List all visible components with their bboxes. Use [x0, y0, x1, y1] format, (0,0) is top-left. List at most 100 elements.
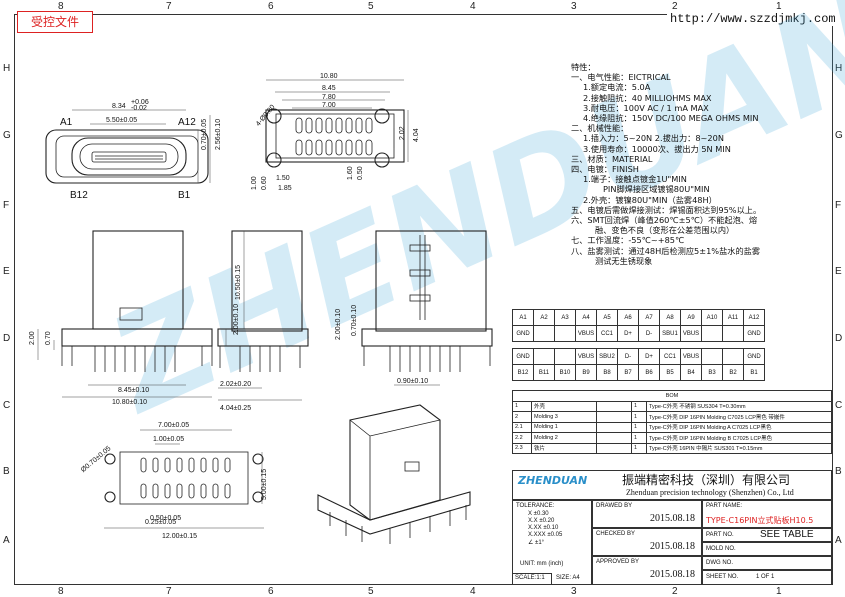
tolerance-value: X.XX ±0.10	[528, 525, 559, 531]
spec-line: 四、电镀：FINISH	[571, 164, 639, 175]
grid-number: 7	[166, 586, 172, 597]
grid-letter: B	[835, 466, 842, 477]
mold-no-box	[702, 542, 832, 556]
grid-letter: D	[3, 333, 11, 344]
spec-line: 1.额定电流：5.0A	[583, 82, 651, 93]
spec-line: 4.绝缘阻抗：150V DC/100 MEGA OHMS MIN	[583, 113, 759, 124]
pin-cell: B4	[680, 364, 702, 381]
dim-0-50: 0.50	[357, 166, 364, 180]
pin-cell	[533, 325, 555, 342]
front-dim-8-45: 8.45±0.10	[118, 387, 149, 394]
bom-cell: 1	[631, 421, 647, 433]
grid-number: 4	[470, 586, 476, 597]
dim-7-00: 7.00	[322, 102, 336, 109]
spec-line: 六、SMT回流焊（峰值260℃±5℃）不能起泡、熔	[571, 215, 758, 226]
pin-cell: B9	[575, 364, 597, 381]
bom-cell: Type-C外壳 DIP 16PIN Molding C7025 LCP黑色 带…	[646, 411, 832, 423]
sheet-no: 1 OF 1	[756, 574, 775, 580]
tolerance-box	[512, 500, 592, 585]
dim-0-70: 0.70±0.05	[201, 119, 208, 150]
grid-letter: G	[3, 130, 11, 141]
pin-cell: VBUS	[680, 348, 702, 365]
bom-cell: 铁片	[531, 442, 597, 454]
side-view: 10.50±0.15 2.00±0.10 2.02±0.20 4.04±0.25	[217, 230, 309, 412]
part-no-label: PART NO.	[706, 532, 734, 538]
company-box	[512, 470, 832, 500]
pin-cell: B10	[554, 364, 576, 381]
pin-cell: CC1	[659, 348, 681, 365]
grid-letter: D	[835, 333, 843, 344]
pin-cell: A5	[596, 309, 618, 326]
pin-cell: SBU1	[659, 325, 681, 342]
grid-letter: F	[3, 200, 10, 211]
spec-line: 一、电气性能：EICTRICAL	[571, 72, 671, 83]
pin-cell: A10	[701, 309, 723, 326]
spec-line: 三、材质：MATERIAL	[571, 153, 653, 164]
side-dim-4-04: 4.04±0.25	[220, 405, 251, 412]
grid-number: 5	[368, 586, 374, 597]
company-name-cn: 振端精密科技（深圳）有限公司	[622, 473, 791, 487]
pin-cell: B6	[638, 364, 660, 381]
spec-line: 3.耐电压：100V AC / 1 mA MAX	[583, 102, 709, 113]
scale-box	[512, 573, 552, 585]
part-name-box	[702, 500, 832, 528]
top-view: 8.34 +0.06 -0.02 5.50±0.05 0.70±0.05 2.5…	[45, 99, 222, 201]
pin-cell: D-	[617, 348, 639, 365]
mold-no-label: MOLD NO.	[706, 546, 736, 552]
side-dim-2-00: 2.00±0.10	[233, 304, 240, 335]
pin-cell: B5	[659, 364, 681, 381]
bom-cell: 2	[512, 411, 532, 423]
front-dim-2-00: 2.00	[29, 331, 36, 345]
back-dim-2-00: 2.00±0.10	[335, 309, 342, 340]
pcb-layout-view: 7.00±0.05 1.00±0.05 0.50±0.05 Ø0.70±0.05…	[80, 422, 268, 540]
approved-by-label: APPROVED BY	[596, 559, 640, 565]
grid-number: 1	[776, 1, 782, 12]
pin-cell: A3	[554, 309, 576, 326]
pin-cell: B11	[533, 364, 555, 381]
pin-cell: VBUS	[680, 325, 702, 342]
dwg-no-label: DWG NO.	[706, 560, 733, 566]
approved-by-box	[592, 556, 702, 585]
pin-cell: A6	[617, 309, 639, 326]
pin-cell	[554, 348, 576, 365]
pin-cell	[554, 325, 576, 342]
drawn-date: 2015.08.18	[650, 513, 695, 524]
checked-by-box	[592, 528, 702, 556]
front-view: 2.00 0.70 8.45±0.10 10.80±0.10	[29, 230, 213, 406]
layout-dim-0-25: 0.25±0.05	[145, 519, 176, 526]
grid-letter: A	[3, 535, 10, 546]
drawn-by-box	[592, 500, 702, 528]
grid-number: 5	[368, 1, 374, 12]
scale-label: SCALE:1:1	[515, 575, 545, 581]
dwg-no-box	[702, 556, 832, 570]
dim-2-56: 2.56±0.10	[215, 119, 222, 150]
isometric-view	[317, 404, 471, 544]
bom-cell: Type-C外壳 DIP 16PIN Molding A C7025 LCP黑色	[646, 421, 832, 433]
drawing-frame	[14, 14, 833, 585]
drawn-by-label: DRAWED BY	[596, 503, 633, 509]
spec-line: 融、变色不良（变形在公差范围以内）	[595, 225, 735, 236]
grid-letter: C	[835, 400, 843, 411]
pin-cell	[533, 348, 555, 365]
bom-cell: 1	[631, 411, 647, 423]
pin-cell: A12	[743, 309, 765, 326]
part-name: TYPE-C16PIN立式贴板H10.5	[706, 516, 814, 525]
layout-dim-1-00: 1.00±0.05	[153, 436, 184, 443]
part-no: SEE TABLE	[760, 529, 814, 540]
unit-label: UNIT: mm (inch)	[520, 561, 564, 567]
pin-cell: D+	[638, 348, 660, 365]
grid-number: 6	[268, 586, 274, 597]
grid-letter: B	[3, 466, 10, 477]
size-label: SIZE: A4	[556, 575, 580, 581]
bom-cell: 外壳	[531, 400, 597, 412]
pin-cell: B12	[512, 364, 534, 381]
grid-letter: C	[3, 400, 11, 411]
bom-cell	[596, 442, 632, 454]
bom-cell: Molding 1	[531, 421, 597, 433]
website-url[interactable]: http://www.szzdjmkj.com	[667, 12, 839, 26]
grid-number: 3	[571, 586, 577, 597]
